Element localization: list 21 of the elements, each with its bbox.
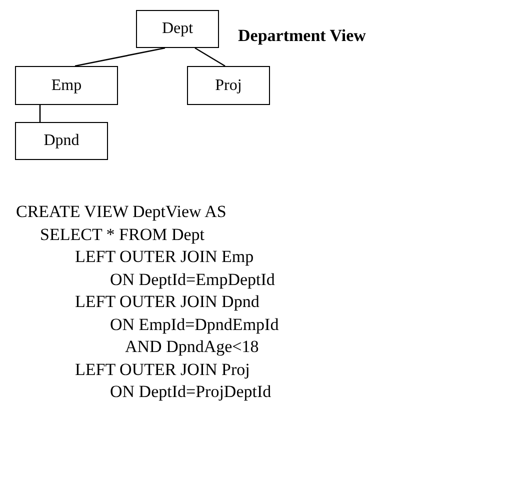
connector-line [39,105,41,122]
connector-line [194,47,226,67]
entity-name: Emp [51,76,82,94]
code-line: ON EmpId=DpndEmpId [110,316,279,332]
code-line: SELECT * FROM Dept [40,226,205,242]
code-line: ON DeptId=ProjDeptId [110,383,272,400]
code-line: ON DeptId=EmpDeptId [110,270,275,288]
connector-line [74,47,166,67]
code-line: AND DpndAge<18 [125,338,259,355]
entity-box [136,10,219,48]
code-line: LEFT OUTER JOIN Proj [75,360,250,378]
entity-name: Dept [162,20,194,38]
entity-box [187,66,270,105]
entity-name: Dpnd [44,132,80,150]
diagram-title: Department View [238,26,366,46]
entity-box [15,66,118,105]
entity-box [15,122,108,160]
code-line: LEFT OUTER JOIN Emp [75,248,254,265]
code-line: CREATE VIEW DeptView AS [16,203,226,220]
entity-name: Proj [215,76,242,94]
code-line: LEFT OUTER JOIN Dpnd [75,293,260,310]
